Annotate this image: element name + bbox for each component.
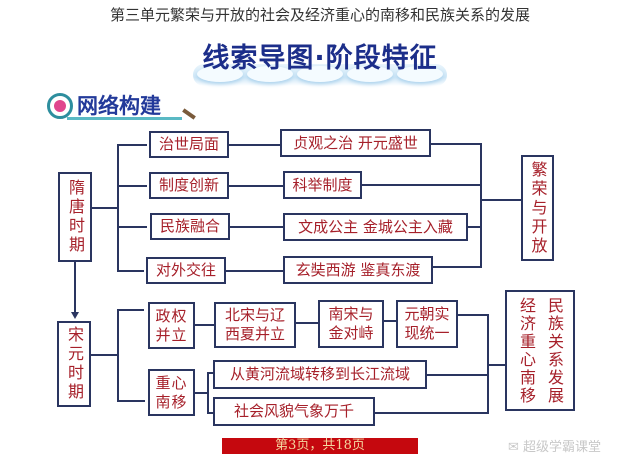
wechat-icon: ✉ bbox=[508, 440, 524, 455]
connector bbox=[117, 144, 119, 271]
arrow-down-icon bbox=[71, 312, 79, 319]
aspect-box: 对外交往 bbox=[146, 257, 226, 284]
feature-song-yuan: 经济重心南移 民族关系发展 bbox=[505, 290, 575, 411]
connector bbox=[480, 143, 482, 268]
arrow-connector bbox=[74, 262, 76, 314]
connector bbox=[427, 374, 488, 376]
period-label: 宋元时期 bbox=[65, 326, 84, 402]
watermark-text: 超级学霸课堂 bbox=[523, 440, 602, 455]
banner: 线索导图·阶段特征 bbox=[193, 36, 447, 86]
aspect-box-economy: 重心南移 bbox=[148, 369, 195, 416]
bullet-circle-icon bbox=[47, 93, 73, 119]
connector bbox=[458, 314, 488, 316]
cloud-icon bbox=[297, 66, 343, 82]
connector bbox=[117, 226, 147, 228]
connector bbox=[229, 185, 284, 187]
connector bbox=[230, 226, 283, 228]
detail-box: 贞观之治 开元盛世 bbox=[280, 129, 431, 157]
aspect-box: 民族融合 bbox=[150, 213, 230, 240]
cloud-icon bbox=[197, 66, 243, 82]
detail-box: 社会风貌气象万千 bbox=[213, 397, 375, 426]
connector bbox=[195, 324, 215, 326]
aspect-box: 制度创新 bbox=[149, 172, 229, 199]
period-sui-tang: 隋唐时期 bbox=[58, 172, 92, 262]
feature-label: 民族关系发展 bbox=[545, 296, 564, 405]
connector bbox=[480, 199, 522, 201]
connector bbox=[362, 184, 480, 186]
cloud-icon bbox=[397, 66, 443, 82]
cloud-icon bbox=[247, 66, 293, 82]
connector bbox=[117, 185, 147, 187]
connector bbox=[433, 266, 480, 268]
detail-box: 从黄河流域转移到长江流域 bbox=[213, 360, 427, 389]
connector bbox=[207, 372, 209, 414]
page-indicator: 第3页，共18页 bbox=[222, 438, 418, 454]
connector bbox=[91, 354, 118, 356]
connector bbox=[488, 364, 506, 366]
connector bbox=[375, 412, 488, 414]
aspect-label: 重心南移 bbox=[155, 373, 188, 411]
stage-label: 元朝实现统一 bbox=[404, 305, 450, 342]
connector bbox=[296, 322, 320, 324]
period-song-yuan: 宋元时期 bbox=[57, 321, 91, 407]
slash-decoration bbox=[182, 108, 196, 120]
connector bbox=[117, 270, 144, 272]
stage-label: 南宋与金对峙 bbox=[328, 305, 374, 342]
aspect-box: 治世局面 bbox=[149, 131, 229, 158]
section-title: 网络构建 bbox=[77, 94, 161, 118]
connector bbox=[384, 320, 396, 322]
watermark: ✉ 超级学霸课堂 bbox=[508, 436, 601, 455]
stage-label: 北宋与辽西夏并立 bbox=[224, 306, 285, 343]
period-label: 隋唐时期 bbox=[66, 179, 85, 255]
feature-sui-tang: 繁荣与开放 bbox=[521, 155, 554, 261]
detail-box: 文成公主 金城公主入藏 bbox=[283, 213, 468, 241]
connector bbox=[195, 392, 207, 394]
connector bbox=[468, 226, 480, 228]
aspect-box-politics: 政权并立 bbox=[148, 302, 195, 349]
feature-label: 经济重心南移 bbox=[517, 296, 536, 405]
stage-box: 北宋与辽西夏并立 bbox=[214, 302, 296, 348]
banner-title: 线索导图·阶段特征 bbox=[202, 43, 438, 74]
detail-box: 科举制度 bbox=[283, 171, 362, 199]
connector bbox=[117, 309, 119, 401]
underline-decoration bbox=[67, 117, 182, 120]
connector bbox=[207, 372, 215, 374]
connector bbox=[117, 309, 144, 311]
stage-box: 南宋与金对峙 bbox=[318, 300, 384, 348]
cloud-icon bbox=[347, 66, 393, 82]
aspect-label: 政权并立 bbox=[155, 306, 188, 344]
connector bbox=[117, 144, 147, 146]
unit-title: 第三单元繁荣与开放的社会及经济重心的南移和民族关系的发展 bbox=[109, 8, 530, 24]
feature-label: 繁荣与开放 bbox=[528, 160, 548, 256]
detail-box: 玄奘西游 鉴真东渡 bbox=[283, 256, 433, 284]
connector bbox=[92, 207, 117, 209]
connector bbox=[226, 270, 283, 272]
section-header: 网络构建 bbox=[47, 90, 197, 120]
connector bbox=[229, 144, 281, 146]
connector bbox=[431, 143, 480, 145]
connector bbox=[117, 400, 145, 402]
connector bbox=[207, 412, 215, 414]
stage-box: 元朝实现统一 bbox=[396, 300, 458, 348]
